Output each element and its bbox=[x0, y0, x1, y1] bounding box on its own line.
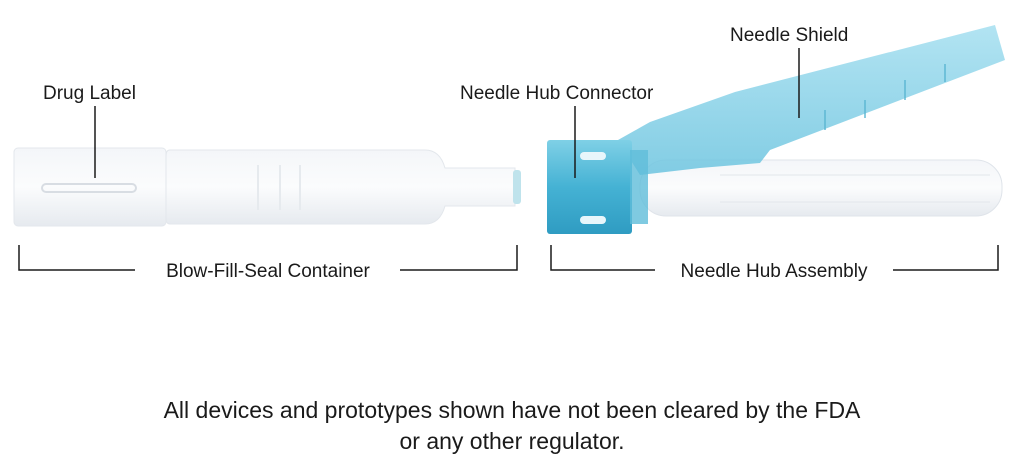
needle-shield-caption: Needle Shield bbox=[730, 25, 848, 46]
bfs-container-caption: Blow-Fill-Seal Container bbox=[166, 261, 370, 282]
needle-hub-assembly-caption: Needle Hub Assembly bbox=[681, 261, 868, 282]
disclaimer-line-1: All devices and prototypes shown have no… bbox=[163, 397, 861, 423]
disclaimer-line-2: or any other regulator. bbox=[399, 428, 625, 454]
drug-label-caption: Drug Label bbox=[43, 83, 136, 104]
bfs-container-bracket bbox=[18, 245, 518, 271]
needle-shield bbox=[618, 25, 1005, 175]
needle-hub-assembly bbox=[547, 25, 1005, 234]
needle-hub-connector bbox=[547, 140, 632, 234]
needle-hub-assembly-bracket bbox=[550, 245, 999, 271]
needle-hub-connector-caption: Needle Hub Connector bbox=[460, 83, 654, 104]
blow-fill-seal-container bbox=[13, 147, 521, 227]
